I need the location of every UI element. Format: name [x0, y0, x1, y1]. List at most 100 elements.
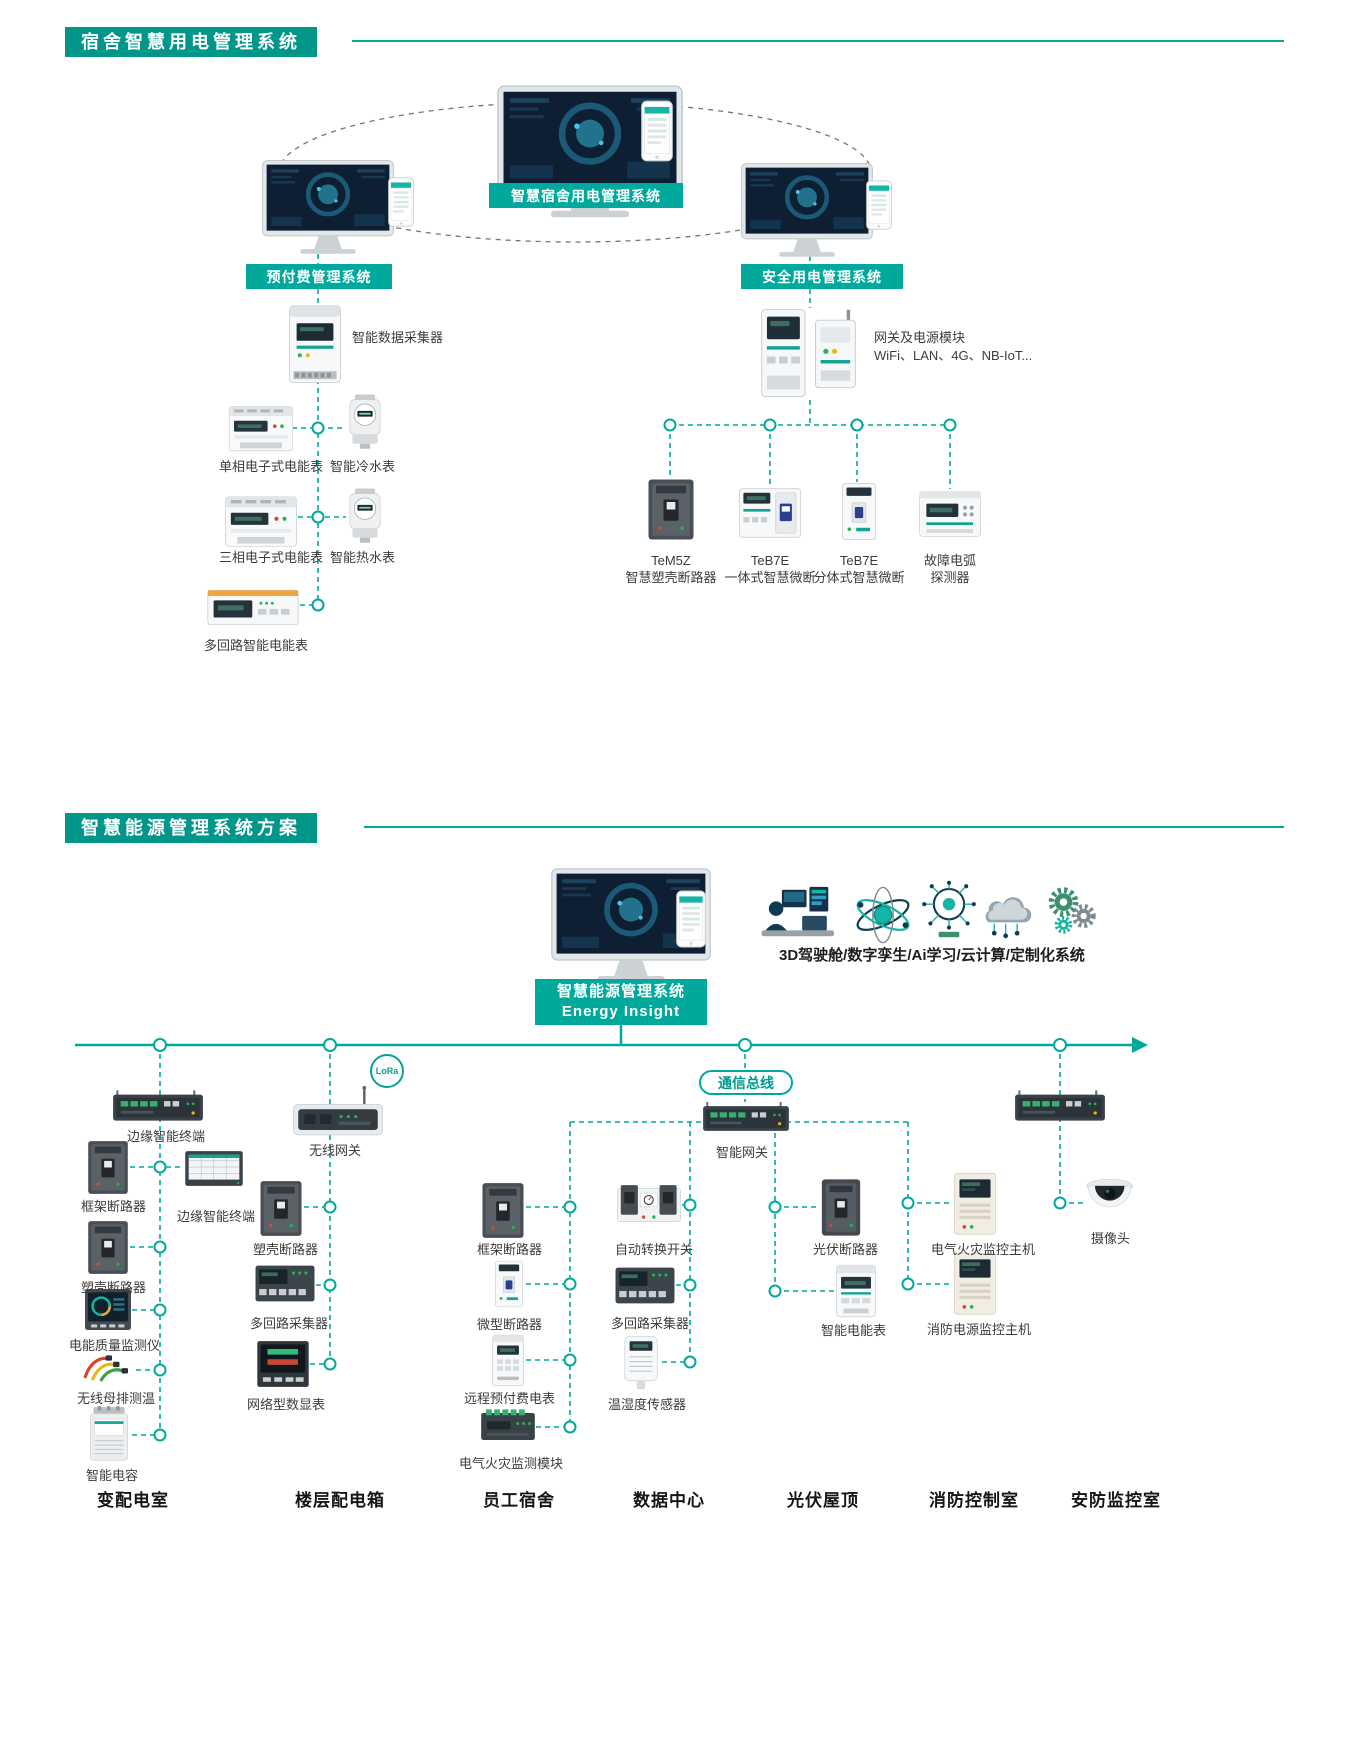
- dorm-frame-breaker-image: [480, 1182, 526, 1239]
- camera-label: 摄像头: [1091, 1231, 1131, 1246]
- electrical-fire-host-label: 电气火灾监控主机: [931, 1242, 1036, 1257]
- column-name-security-room: 安防监控室: [1071, 1491, 1161, 1510]
- split-smart-mcb-image: [838, 482, 880, 541]
- network-display-meter-image: [256, 1340, 310, 1388]
- section1-divider: [352, 40, 1284, 42]
- wireless-gateway-image: [292, 1086, 384, 1138]
- multi-loop-collector-image: [254, 1262, 316, 1305]
- safety-system-badge: 安全用电管理系统: [741, 264, 903, 289]
- pv-breaker-image: [818, 1178, 864, 1237]
- single-phase-meter-label: 单相电子式电能表: [219, 459, 324, 474]
- gateway-label-line1: 网关及电源模块: [874, 330, 966, 345]
- temp-humidity-sensor-label: 温湿度传感器: [608, 1397, 687, 1412]
- electrical-fire-module-label: 电气火灾监测模块: [459, 1456, 564, 1471]
- mccb-label: 塑壳断路器: [81, 1280, 147, 1295]
- three-phase-meter-image: [224, 494, 298, 551]
- smart-data-collector-image: [287, 302, 343, 386]
- column-name-dorm: 员工宿舍: [483, 1491, 555, 1510]
- label-line: 智慧塑壳断路器: [625, 570, 717, 585]
- auto-transfer-switch-image: [616, 1184, 682, 1225]
- pv-breaker-label: 光伏断路器: [813, 1242, 879, 1257]
- wireless-busbar-temp-image: [80, 1350, 136, 1382]
- hot-water-meter-image: [346, 486, 384, 544]
- custom-system-gears-icon: [1042, 880, 1102, 940]
- multi-circuit-meter-label: 多回路智能电能表: [204, 638, 309, 653]
- ai-learning-icon: [918, 880, 980, 940]
- gateway-power-module-image: [760, 308, 864, 399]
- floor-mccb-image: [258, 1180, 304, 1237]
- label-line: TeB7E: [750, 553, 790, 568]
- gateway-label-line2: WiFi、LAN、4G、NB-IoT...: [874, 348, 1033, 363]
- edge-terminal-panel-image: [184, 1150, 244, 1187]
- wireless-busbar-temp-label: 无线母排测温: [77, 1391, 156, 1406]
- edge-terminal-gateway-image: [112, 1090, 204, 1123]
- smart-energy-meter-label: 智能电能表: [821, 1323, 887, 1338]
- split-mcb-label: TeB7E 分体式智慧微断: [799, 552, 919, 586]
- column-name-fire-room: 消防控制室: [929, 1491, 1019, 1510]
- three-phase-meter-label: 三相电子式电能表: [219, 550, 324, 565]
- label-line: 探测器: [930, 570, 970, 585]
- label-line: 分体式智慧微断: [813, 570, 905, 585]
- right-phone-image: [866, 180, 892, 230]
- column-name-floor-box: 楼层配电箱: [295, 1491, 385, 1510]
- smart-capacitor-image: [86, 1406, 132, 1463]
- label-line: 故障电弧: [923, 553, 976, 568]
- section2-title: 智慧能源管理系统方案: [65, 813, 317, 843]
- frame-breaker-image: [86, 1140, 130, 1195]
- dc-multi-loop-collector-label: 多回路采集器: [611, 1316, 690, 1331]
- column-name-pv-roof: 光伏屋顶: [787, 1491, 859, 1510]
- left-phone-image: [388, 177, 414, 227]
- comm-bus-badge: 通信总线: [699, 1070, 793, 1095]
- miniature-breaker-label: 微型断路器: [477, 1317, 543, 1332]
- edge-terminal-panel-label: 边缘智能终端: [177, 1209, 256, 1224]
- network-display-meter-label: 网络型数显表: [247, 1397, 326, 1412]
- collector-label: 智能数据采集器: [352, 330, 444, 345]
- prepaid-system-badge: 预付费管理系统: [246, 264, 392, 289]
- smart-gateway-label: 智能网关: [716, 1145, 769, 1160]
- column-name-power-room: 变配电室: [97, 1491, 169, 1510]
- platform-subtitle: Energy Insight: [561, 1003, 681, 1020]
- miniature-breaker-image: [492, 1260, 526, 1308]
- integrated-smart-mcb-image: [738, 486, 802, 540]
- label-line: TeB7E: [839, 553, 879, 568]
- section2-divider: [364, 826, 1284, 828]
- hot-water-meter-label: 智能热水表: [330, 550, 396, 565]
- cold-water-meter-image: [346, 392, 384, 450]
- section1-title: 宿舍智慧用电管理系统: [65, 27, 317, 57]
- dorm-platform-badge: 智慧宿舍用电管理系统: [489, 183, 683, 208]
- security-gateway-image: [1014, 1090, 1106, 1123]
- digital-twin-icon: [850, 886, 916, 944]
- camera-image: [1084, 1176, 1136, 1217]
- label-line: 一体式智慧微断: [724, 570, 816, 585]
- smart-gateway-image: [702, 1102, 790, 1133]
- fire-power-host-label: 消防电源监控主机: [927, 1322, 1032, 1337]
- arc-fault-detector-image: [918, 489, 982, 539]
- 3d-cockpit-icon: [760, 884, 840, 942]
- remote-prepaid-meter-label: 远程预付费电表: [464, 1391, 556, 1406]
- wireless-gateway-label: 无线网关: [309, 1143, 362, 1158]
- platform-title: 智慧能源管理系统: [556, 983, 685, 1000]
- multi-loop-collector-label: 多回路采集器: [250, 1316, 329, 1331]
- mccb-image: [86, 1220, 130, 1275]
- smart-capacitor-label: 智能电容: [86, 1468, 139, 1483]
- dorm-frame-breaker-label: 框架断路器: [477, 1242, 543, 1257]
- single-phase-meter-image: [228, 404, 294, 455]
- electrical-fire-module-image: [480, 1408, 536, 1445]
- column-name-datacenter: 数据中心: [633, 1491, 705, 1510]
- energy-phone-image: [676, 890, 706, 948]
- cloud-computing-icon: [974, 888, 1038, 940]
- electrical-fire-host-image: [952, 1172, 998, 1236]
- dc-multi-loop-collector-image: [614, 1264, 676, 1307]
- central-phone-image: [641, 100, 673, 162]
- tech-caption: 3D驾驶舱/数字孪生/Ai学习/云计算/定制化系统: [779, 947, 1085, 964]
- temp-humidity-sensor-image: [620, 1334, 662, 1391]
- smart-mccb-label: TeM5Z 智慧塑壳断路器: [611, 552, 731, 586]
- floor-mccb-label: 塑壳断路器: [253, 1242, 319, 1257]
- auto-transfer-switch-label: 自动转换开关: [615, 1242, 694, 1257]
- power-quality-label: 电能质量监测仪: [69, 1338, 161, 1353]
- frame-breaker-label: 框架断路器: [81, 1199, 147, 1214]
- cold-water-meter-label: 智能冷水表: [330, 459, 396, 474]
- smart-energy-meter-image: [834, 1264, 878, 1318]
- integrated-mcb-label: TeB7E 一体式智慧微断: [710, 552, 830, 586]
